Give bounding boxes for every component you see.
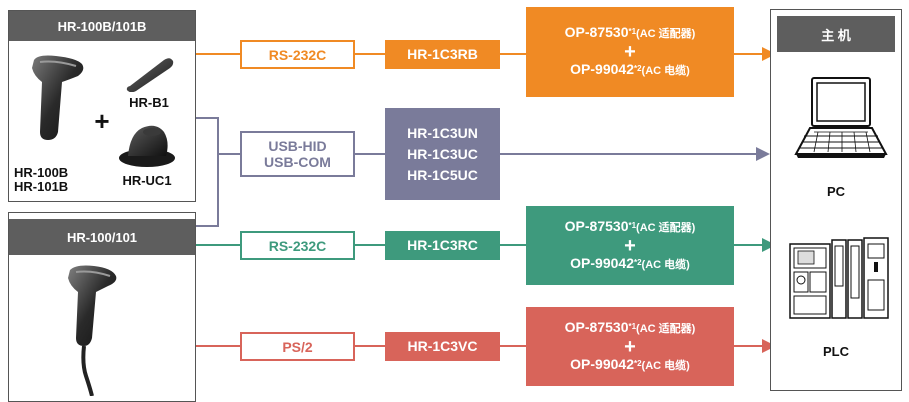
device-group-hr100b: HR-100B/101B [8,10,196,202]
scanner1-label-line1: HR-100B [14,165,69,180]
device-group-hr100: HR-100/101 [8,212,196,402]
scanner1-label: HR-100B HR-101B [14,166,84,194]
adapter-box-1: OP-87530*1(AC 适配器) + OP-99042*2(AC 电缆) [526,7,734,97]
plc-label: PLC [823,344,849,359]
laptop-icon [794,77,888,158]
group1-title: HR-100B/101B [9,11,195,41]
interface-box-3: RS-232C [240,231,355,260]
interface-box-1: RS-232C [240,40,355,69]
cable-box-4: HR-1C3VC [385,332,500,361]
corded-scanner-icon [68,265,117,396]
charger-cradle-icon [119,125,175,167]
host-title: 主 机 [777,16,895,52]
plc-icon [789,237,889,319]
interface-box-4: PS/2 [240,332,355,361]
adapter-box-3: OP-87530*1(AC 适配器) + OP-99042*2(AC 电缆) [526,206,734,285]
plus-sign: + [94,106,110,136]
cable-box-3: HR-1C3RC [385,231,500,260]
cable-label: HR-1C3UC [407,145,478,162]
adapter-box-4: OP-87530*1(AC 适配器) + OP-99042*2(AC 电缆) [526,307,734,386]
cable-label: HR-1C5UC [407,166,478,183]
charger-label: HR-UC1 [122,173,172,188]
interface-label: USB-HID [268,138,327,154]
adapter-plus: + [624,335,636,358]
adapter-part1: OP-87530*1(AC 适配器) [564,217,696,234]
cable-label: HR-1C3RC [407,237,478,253]
cable-box-1: HR-1C3RB [385,40,500,69]
battery-icon [126,58,174,92]
adapter-part2: OP-99042*2(AC 电缆) [570,355,690,372]
cable-label: HR-1C3VC [407,338,478,354]
interface-label: RS-232C [268,237,327,254]
adapter-part2: OP-99042*2(AC 电缆) [570,254,690,271]
host-panel: 主 机 [770,9,902,391]
adapter-plus: + [624,41,636,63]
interface-label: USB-COM [264,154,331,170]
cable-label: HR-1C3UN [407,124,478,141]
handheld-scanner-icon [32,55,84,140]
cable-box-2: HR-1C3UN HR-1C3UC HR-1C5UC [385,108,500,200]
adapter-plus: + [624,234,636,257]
adapter-part1: OP-87530*1(AC 适配器) [564,24,696,40]
battery-label: HR-B1 [129,95,169,110]
device-bracket [196,117,219,227]
interface-box-2: USB-HID USB-COM [240,131,355,177]
adapter-part2: OP-99042*2(AC 电缆) [570,61,690,77]
interface-label: RS-232C [268,46,327,63]
group2-title: HR-100/101 [9,219,195,255]
interface-label: PS/2 [282,338,313,355]
pc-label: PC [826,184,846,199]
adapter-part1: OP-87530*1(AC 适配器) [564,318,696,335]
cable-label: HR-1C3RB [407,46,478,62]
scanner1-label-line2: HR-101B [14,179,69,194]
